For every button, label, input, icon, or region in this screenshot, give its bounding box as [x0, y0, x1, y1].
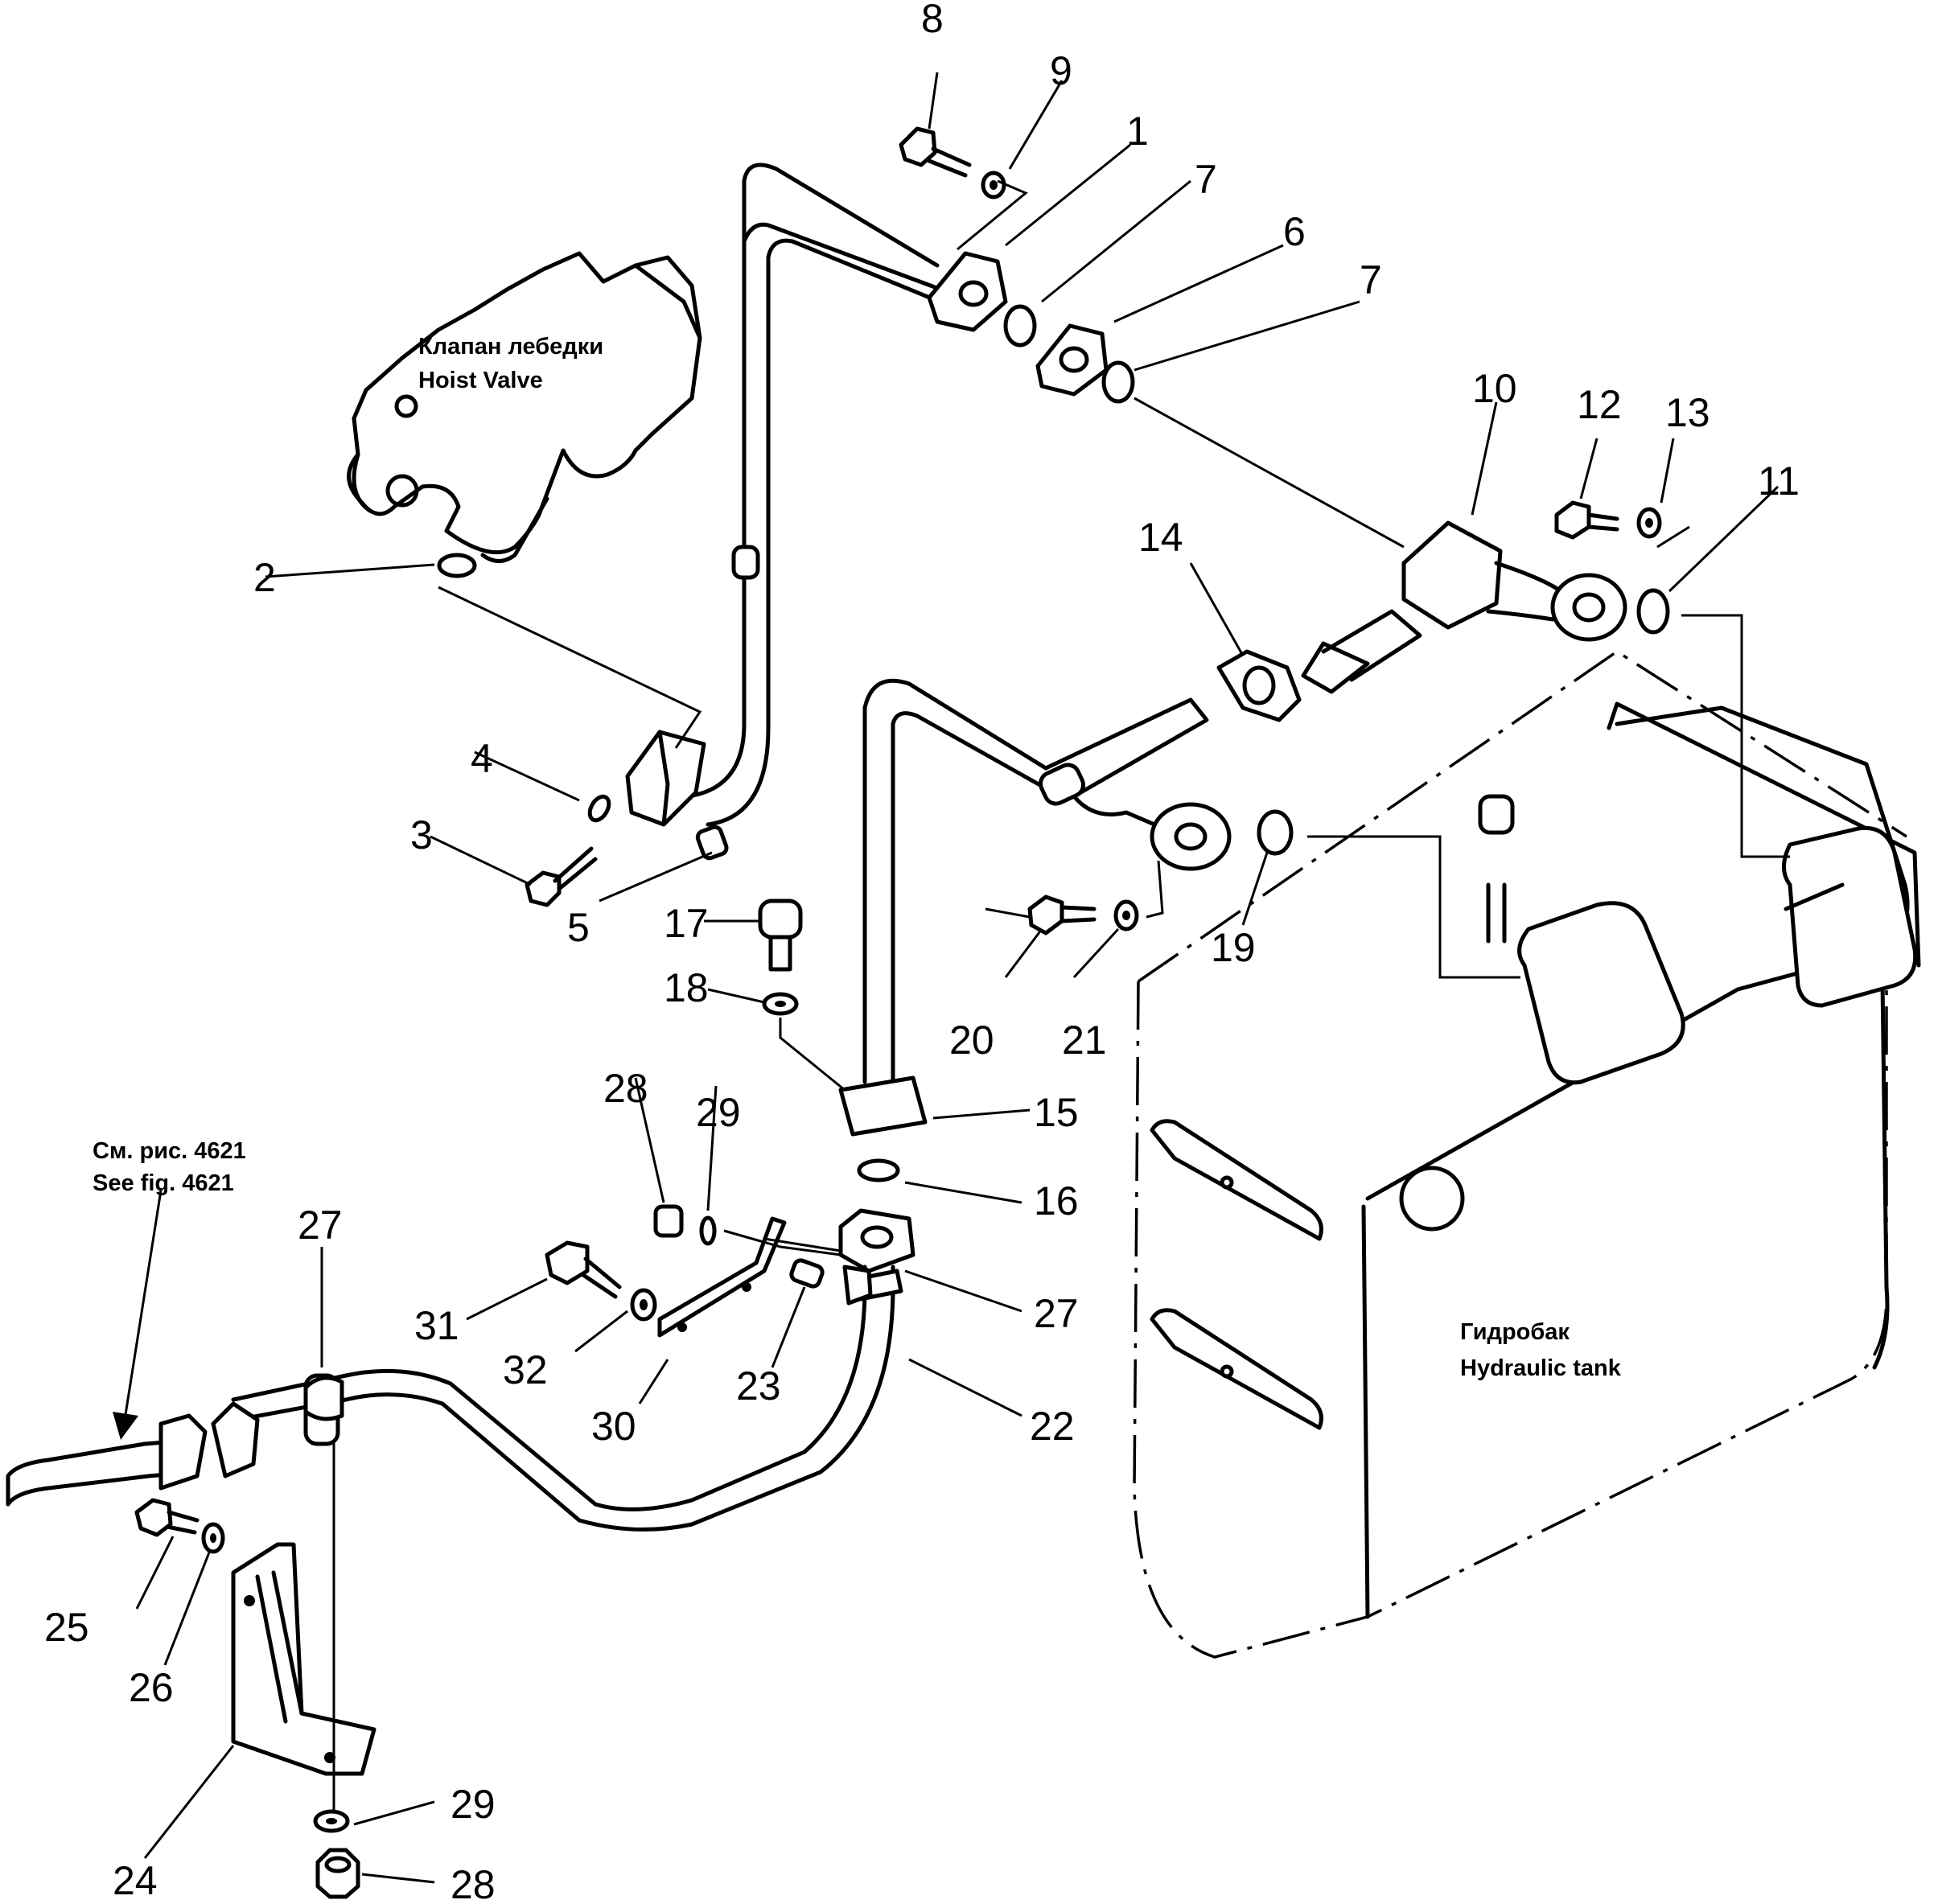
- hoist-valve-label-en: Hoist Valve: [418, 368, 543, 393]
- callout-27-lower: 27: [1034, 1291, 1079, 1336]
- callout-20: 20: [949, 1018, 994, 1063]
- hoist-valve: Клапан лебедки Hoist Valve: [347, 251, 702, 563]
- pipe-15: [838, 678, 1209, 1137]
- callout-17: 17: [664, 901, 709, 946]
- callout-16: 16: [1034, 1178, 1079, 1223]
- callout-6: 6: [1283, 209, 1306, 254]
- callout-29-lower: 29: [451, 1782, 496, 1827]
- callout-28-upper: 28: [603, 1066, 648, 1111]
- callout-23: 23: [736, 1363, 781, 1408]
- tank-label-ru: Гидробак: [1460, 1319, 1570, 1345]
- fittings: [134, 126, 1670, 1899]
- suction-hose: [6, 1373, 340, 1507]
- callout-21: 21: [1062, 1018, 1107, 1063]
- leader-lines: [113, 72, 1790, 1884]
- callout-30: 30: [591, 1404, 636, 1449]
- callout-28-lower: 28: [451, 1862, 496, 1904]
- callout-7-upper: 7: [1195, 157, 1217, 202]
- callout-9: 9: [1050, 48, 1072, 93]
- pipe-10: [1301, 520, 1627, 694]
- callout-32: 32: [503, 1347, 548, 1392]
- hydraulic-tank: Гидробак Hydraulic tank: [1133, 649, 1921, 1659]
- callout-13: 13: [1665, 390, 1710, 435]
- callout-31: 31: [414, 1303, 459, 1348]
- callout-12: 12: [1577, 382, 1622, 427]
- callout-11: 11: [1758, 459, 1800, 504]
- see-fig-en: See fig. 4621: [93, 1170, 234, 1196]
- callout-3: 3: [410, 812, 433, 857]
- callout-1: 1: [1126, 109, 1149, 154]
- callout-5: 5: [567, 905, 590, 950]
- pipe-1: [685, 162, 952, 827]
- callout-18: 18: [664, 965, 709, 1010]
- callout-14: 14: [1138, 515, 1183, 560]
- callout-29-upper: 29: [696, 1090, 741, 1135]
- hoist-valve-label-ru: Клапан лебедки: [418, 334, 603, 360]
- callout-7-lower: 7: [1360, 257, 1382, 302]
- callout-24: 24: [113, 1858, 158, 1903]
- callout-27-upper: 27: [298, 1203, 343, 1248]
- callout-19: 19: [1211, 925, 1256, 970]
- see-figure-note: См. рис. 4621 See fig. 4621: [93, 1138, 246, 1196]
- callout-15: 15: [1034, 1090, 1079, 1135]
- tank-label-en: Hydraulic tank: [1460, 1355, 1622, 1381]
- callout-22: 22: [1030, 1404, 1075, 1449]
- callout-26: 26: [129, 1665, 174, 1710]
- see-fig-ru: См. рис. 4621: [93, 1138, 246, 1164]
- pipe-flange-19: [1150, 802, 1232, 871]
- callout-numbers: 8 9 1 7 6 7 10 12 13 11 14 2 4 3 5 17 18…: [44, 0, 1800, 1904]
- callout-25: 25: [44, 1605, 89, 1650]
- callout-2: 2: [253, 555, 276, 600]
- callout-10: 10: [1472, 366, 1517, 411]
- callout-8: 8: [921, 0, 944, 41]
- callout-4: 4: [471, 736, 493, 781]
